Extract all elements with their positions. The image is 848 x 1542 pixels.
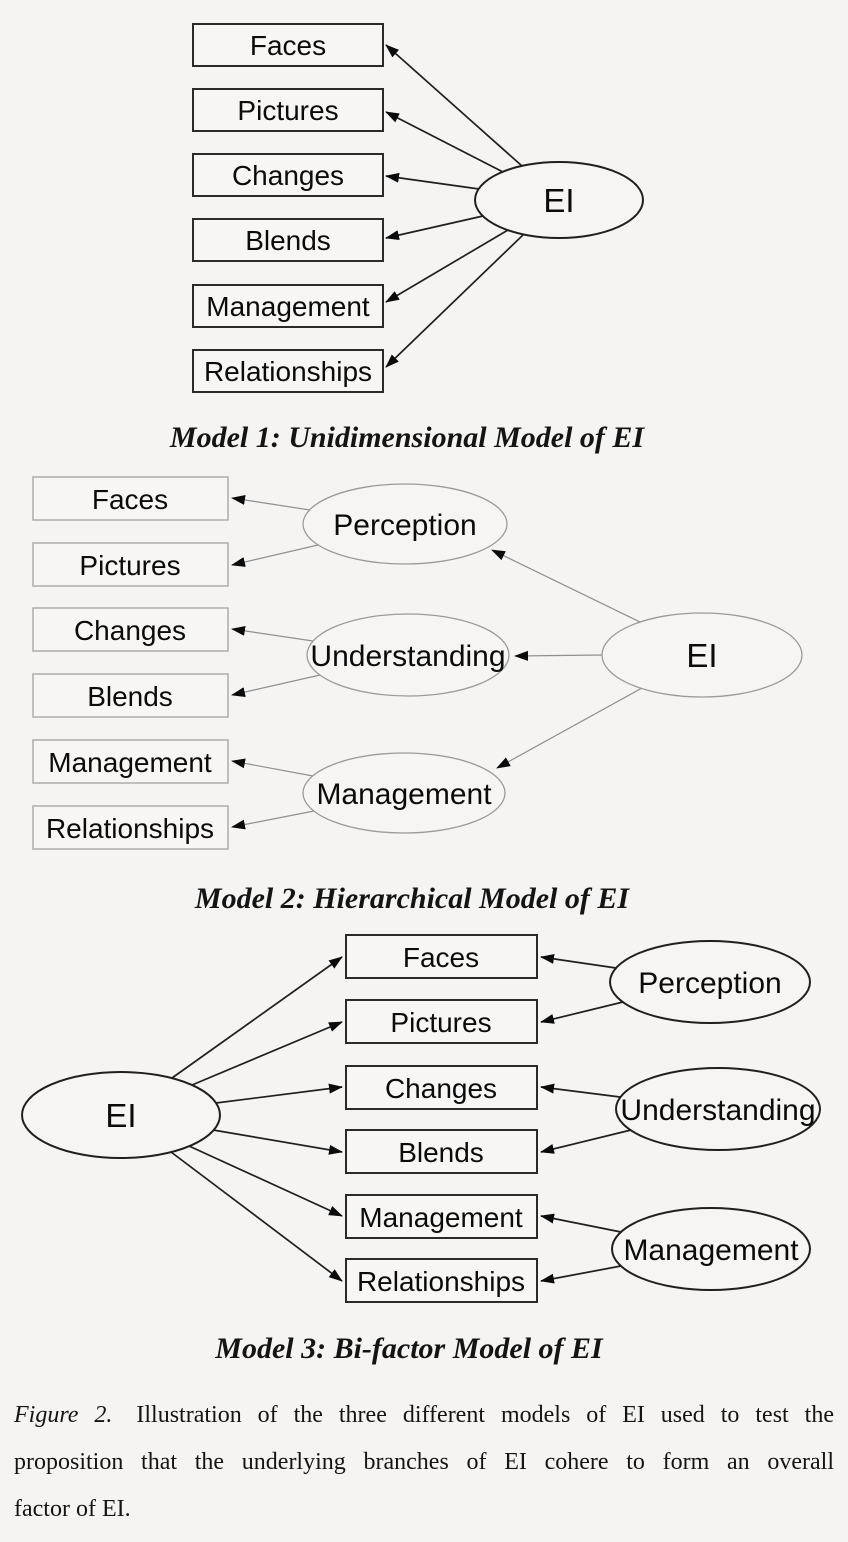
m2-caption: Model 2: Hierarchical Model of EI <box>194 882 630 915</box>
m2-indicator-label: Faces <box>92 484 168 515</box>
m2-branch-ellipse-perception <box>302 483 508 565</box>
m1-path-ei-blends <box>385 215 484 241</box>
m2-branch-ellipse-understanding <box>306 613 510 697</box>
figure-caption-line: Figure 2. Illustration of the three diffe… <box>14 1392 834 1439</box>
m1-indicator-label: Faces <box>250 30 326 61</box>
m2-path-ei-management <box>496 687 643 769</box>
m2-branch-label: Management <box>316 778 492 811</box>
m3-indicator-box-management <box>345 1194 538 1239</box>
m1-indicator-box-faces <box>192 23 384 67</box>
m1-indicator-label: Pictures <box>237 95 338 126</box>
m2-indicator-box-management <box>32 739 229 784</box>
figure-caption-line: proposition that the underlying branches… <box>14 1439 834 1486</box>
m2-path-management-management <box>231 758 314 777</box>
m2-path-understanding-blends <box>231 674 321 697</box>
figure-caption-line: factor of EI. <box>14 1486 834 1533</box>
m3-indicator-label: Relationships <box>357 1266 525 1297</box>
figure-caption-text: Illustration of the three different mode… <box>136 1402 834 1428</box>
m3-indicator-label: Management <box>359 1202 523 1233</box>
m3-indicator-label: Faces <box>403 942 479 973</box>
m1-indicator-label: Blends <box>245 225 331 256</box>
m2-path-ei-perception <box>491 549 641 623</box>
figure-caption-text: factor of EI. <box>14 1496 131 1522</box>
m2-indicator-label: Relationships <box>46 813 214 844</box>
m2-indicator-label: Pictures <box>79 550 180 581</box>
m3-indicator-box-pictures <box>345 999 538 1044</box>
m3-path-ei-faces <box>171 956 343 1079</box>
m2-branch-label: Understanding <box>310 640 505 673</box>
m2-path-management-relationships <box>231 810 315 830</box>
m1-path-ei-relationships <box>385 233 525 368</box>
m3-branch-ellipse-management <box>611 1207 811 1291</box>
m1-indicator-box-pictures <box>192 88 384 132</box>
m2-indicator-box-faces <box>32 476 229 521</box>
figure-caption-label: Figure 2. <box>14 1402 113 1428</box>
m3-path-perception-faces <box>540 953 617 969</box>
figure-caption-text: proposition that the underlying branches… <box>14 1449 834 1475</box>
m2-factor-ellipse-ei <box>601 612 803 698</box>
m3-indicator-box-faces <box>345 934 538 979</box>
m3-path-understanding-changes <box>540 1083 621 1098</box>
m1-indicator-label: Changes <box>232 160 344 191</box>
m3-indicator-label: Pictures <box>390 1007 491 1038</box>
m3-indicator-box-changes <box>345 1065 538 1110</box>
m3-path-understanding-blends <box>540 1129 632 1154</box>
m1-indicator-box-blends <box>192 218 384 262</box>
m1-indicator-label: Relationships <box>204 356 372 387</box>
m3-indicator-label: Changes <box>385 1073 497 1104</box>
m3-indicator-label: Blends <box>398 1137 484 1168</box>
m3-path-ei-changes <box>215 1083 343 1104</box>
m2-path-perception-faces <box>231 495 311 511</box>
m2-factor-label: EI <box>686 637 717 674</box>
m2-path-perception-pictures <box>231 544 319 567</box>
m3-path-ei-relationships <box>170 1151 343 1282</box>
models-diagram: Faces Pictures Changes Blends Management… <box>21 23 821 1365</box>
m3-path-ei-blends <box>212 1129 343 1155</box>
m3-indicator-box-blends <box>345 1129 538 1174</box>
m3-branch-label: Management <box>623 1234 799 1267</box>
m1-indicator-box-management <box>192 284 384 328</box>
model-1: Faces Pictures Changes Blends Management… <box>169 23 646 454</box>
m3-path-ei-management <box>188 1145 343 1217</box>
m3-path-management-relationships <box>540 1265 622 1284</box>
figure-caption: Figure 2. Illustration of the three diffe… <box>14 1392 834 1533</box>
m2-indicator-label: Changes <box>74 615 186 646</box>
m3-path-management-management <box>540 1213 622 1233</box>
m2-indicator-box-blends <box>32 673 229 718</box>
m3-caption: Model 3: Bi-factor Model of EI <box>214 1332 604 1365</box>
m1-caption: Model 1: Unidimensional Model of EI <box>169 421 646 454</box>
m3-path-perception-pictures <box>540 1001 624 1024</box>
m3-path-ei-pictures <box>191 1021 343 1086</box>
m1-indicator-box-relationships <box>192 349 384 393</box>
m2-indicator-label: Management <box>48 747 212 778</box>
m3-factor-label: EI <box>105 1097 136 1134</box>
m2-indicator-label: Blends <box>87 681 173 712</box>
m2-branch-label: Perception <box>333 509 476 542</box>
m2-path-ei-understanding <box>514 650 603 661</box>
m1-indicator-box-changes <box>192 153 384 197</box>
m1-indicator-label: Management <box>206 291 370 322</box>
m2-path-understanding-changes <box>231 625 314 642</box>
m3-branch-label: Perception <box>638 967 781 1000</box>
model-3: EI Faces Pictures Changes Blends Managem… <box>21 934 821 1365</box>
m3-branch-ellipse-perception <box>609 940 811 1024</box>
m3-factor-ellipse-ei <box>21 1071 221 1159</box>
m3-branch-ellipse-understanding <box>615 1067 821 1151</box>
m1-path-ei-faces <box>385 44 523 167</box>
model-2: Faces Pictures Changes Blends Management… <box>32 476 803 915</box>
m1-factor-label: EI <box>543 182 574 219</box>
m2-indicator-box-pictures <box>32 542 229 587</box>
m1-path-ei-management <box>385 229 509 303</box>
m3-indicator-box-relationships <box>345 1258 538 1303</box>
m1-factor-ellipse-ei <box>474 161 644 239</box>
m3-branch-label: Understanding <box>620 1094 815 1127</box>
m2-branch-ellipse-management <box>302 752 506 834</box>
m1-path-ei-pictures <box>385 111 504 173</box>
m2-indicator-box-changes <box>32 607 229 652</box>
m1-path-ei-changes <box>385 172 480 190</box>
m2-indicator-box-relationships <box>32 805 229 850</box>
